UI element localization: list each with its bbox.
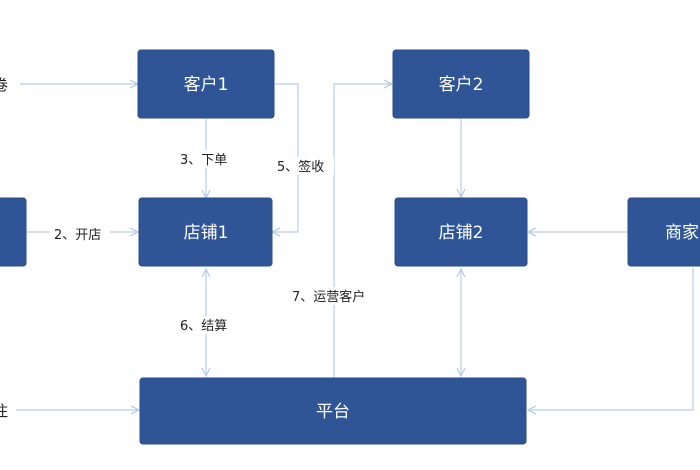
node-store2[interactable]: 店铺2: [394, 197, 528, 267]
edge-merchant-to-platform: [528, 268, 694, 410]
node-platform-label: 平台: [316, 402, 350, 422]
cut-off-texts: 卷 住: [0, 76, 8, 420]
label-operate-customers: 7、运营客户: [292, 289, 365, 305]
node-store1[interactable]: 店铺1: [138, 197, 273, 267]
label-settlement: 6、结算: [180, 319, 227, 334]
node-platform[interactable]: 平台: [139, 377, 527, 445]
node-store2-label: 店铺2: [439, 223, 484, 243]
node-merchant-label: 商家: [665, 223, 699, 243]
label-open-store: 2、开店: [54, 228, 101, 243]
cut-text-bottom-left: 住: [0, 402, 8, 420]
cut-text-top-left: 卷: [0, 76, 8, 94]
edge-labels: 3、下单 5、签收 2、开店 6、结算 7、运营客户: [50, 150, 381, 334]
edges: [16, 84, 694, 410]
edge-platform-to-customer2: [333, 84, 392, 378]
node-merchant[interactable]: 商家: [627, 197, 700, 267]
node-customer2-label: 客户2: [439, 75, 484, 95]
node-customer1[interactable]: 客户1: [137, 49, 275, 119]
label-place-order: 3、下单: [180, 153, 227, 168]
nodes: 客户1 客户2 店铺1 店铺2 商家 平台: [0, 49, 700, 445]
label-sign-receipt: 5、签收: [277, 159, 324, 175]
node-left-mid[interactable]: [0, 197, 27, 267]
node-customer1-label: 客户1: [184, 75, 229, 95]
node-customer2[interactable]: 客户2: [392, 49, 530, 119]
node-store1-label: 店铺1: [184, 223, 229, 243]
